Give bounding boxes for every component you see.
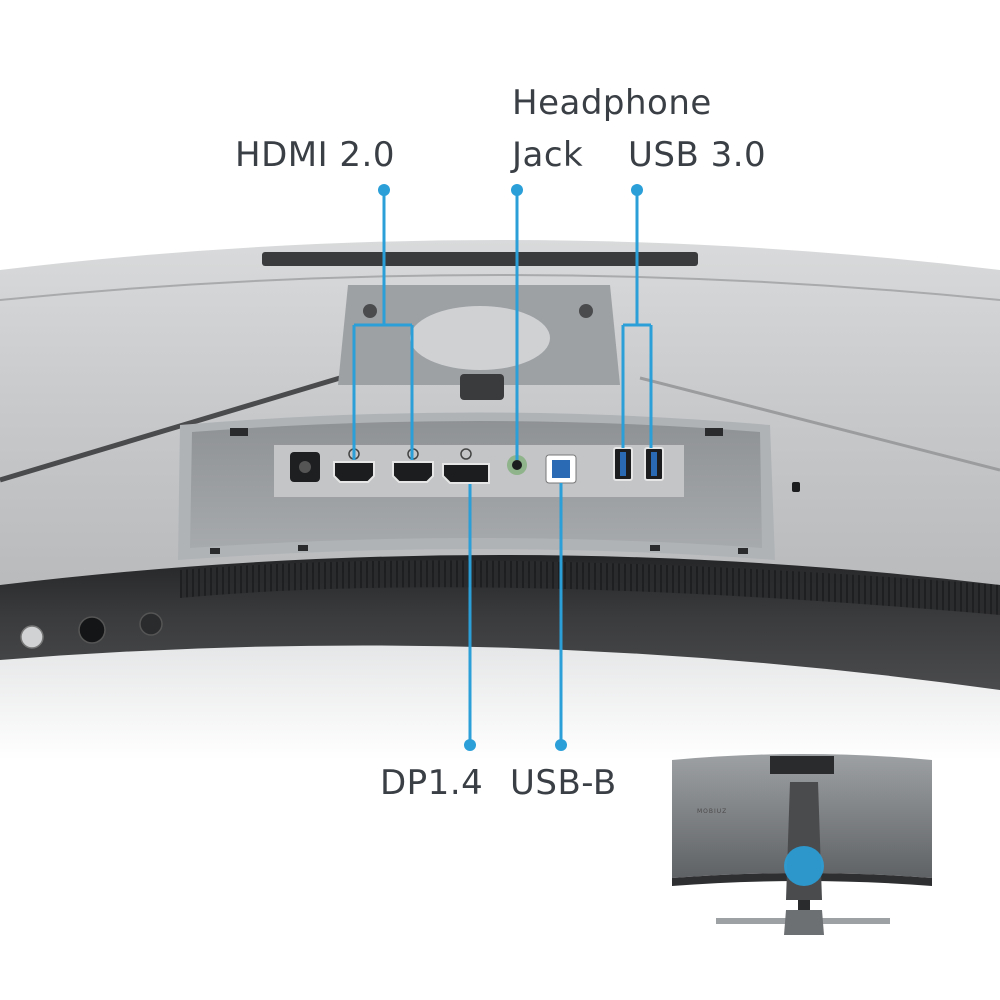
clip — [738, 548, 748, 554]
label-headphone-line1: Headphone — [512, 83, 712, 123]
dc-power-pin — [299, 461, 311, 473]
power-icon — [20, 625, 44, 649]
callout-dots — [378, 184, 643, 751]
inset-highlight — [784, 846, 824, 886]
stand-mount-hole — [410, 306, 550, 370]
label-dp: DP1.4 — [380, 763, 484, 803]
panel-line-left — [0, 375, 341, 483]
bezel-vents — [180, 560, 1000, 615]
clip — [298, 545, 308, 551]
clip — [230, 428, 248, 436]
inset-monitor-thumbnail — [672, 754, 932, 935]
usb-a-insert-2 — [651, 452, 657, 476]
hdmi-port-1 — [333, 461, 375, 483]
kensington-lock-icon — [792, 482, 800, 492]
joystick-icon — [78, 616, 106, 644]
usb-b-insert — [552, 460, 570, 478]
top-vent-slot — [262, 252, 698, 266]
clip — [650, 545, 660, 551]
label-usb3: USB 3.0 — [628, 135, 767, 175]
stand-mount-tab — [460, 374, 504, 400]
label-hdmi: HDMI 2.0 — [235, 135, 395, 175]
control-button — [139, 612, 163, 636]
displayport-icon — [460, 448, 472, 460]
label-usbb: USB-B — [510, 763, 617, 803]
clip — [210, 548, 220, 554]
inset-brand-text: MOBIUZ — [697, 808, 728, 815]
usb-a-insert-1 — [620, 452, 626, 476]
screw-right — [579, 304, 593, 318]
displayport-port — [442, 463, 490, 484]
label-headphone-line2: Jack — [512, 135, 584, 175]
hdmi-port-2 — [392, 461, 434, 483]
clip — [705, 428, 723, 436]
headphone-jack — [512, 460, 522, 470]
rear-housing-crease — [0, 274, 1000, 301]
callout-lines — [352, 190, 653, 745]
panel-line-right — [639, 376, 1000, 472]
screw-left — [363, 304, 377, 318]
